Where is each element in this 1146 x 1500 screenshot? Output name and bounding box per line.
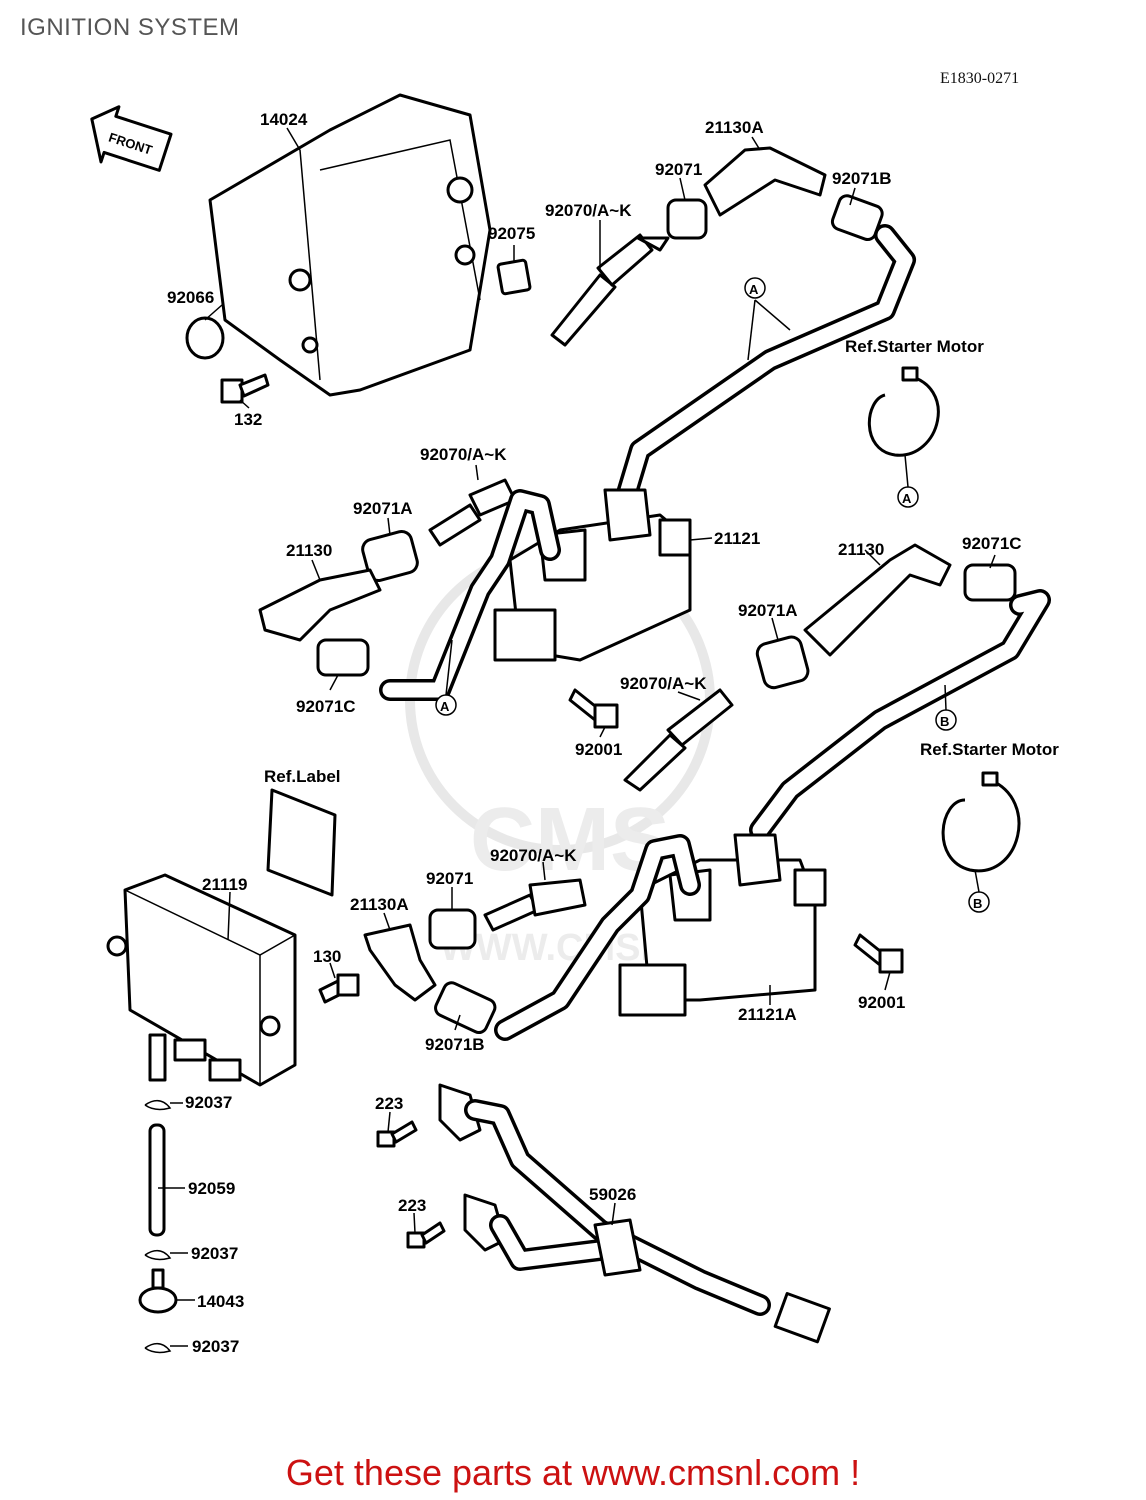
diagram-code: E1830-0271 [940, 70, 1020, 87]
callout-92037-2: 92037 [191, 1244, 238, 1263]
callout-92070-right: 92070/A~K [620, 674, 707, 693]
bolt-92001-low [853, 933, 904, 974]
callout-21121: 21121 [714, 529, 760, 548]
clamp-92037-3 [144, 1342, 172, 1354]
callout-92071A-left: 92071A [353, 499, 413, 518]
boot-92071A-left [361, 529, 419, 583]
cap-21130-left [258, 568, 382, 642]
spark-plug-top [550, 233, 670, 347]
callout-92070-low: 92070/A~K [490, 846, 577, 865]
callout-92001-mid: 92001 [575, 740, 622, 759]
parts-diagram: CMS WWW.CMSNL.COM FRONT [90, 93, 1059, 1356]
callout-21130A-top: 21130A [705, 118, 764, 137]
bolt-132 [220, 373, 270, 404]
callout-14043: 14043 [197, 1292, 244, 1311]
page-title: IGNITION SYSTEM [20, 14, 240, 41]
screw-223-1 [376, 1120, 418, 1148]
callout-92071-top: 92071 [655, 160, 702, 179]
marker-a-1: A [744, 277, 766, 299]
svg-text:A: A [902, 491, 912, 506]
callout-59026: 59026 [589, 1185, 636, 1204]
ref-label-sticker [266, 788, 337, 897]
marker-a-3: A [435, 694, 457, 716]
hose-92059 [148, 1123, 166, 1237]
callout-92071B-top: 92071B [832, 169, 892, 188]
boot-92071B-low [434, 981, 497, 1035]
callout-92071C-right: 92071C [962, 534, 1022, 553]
callout-92071C-left: 92071C [296, 697, 356, 716]
leader-lines [158, 127, 996, 1347]
callout-21119: 21119 [202, 875, 247, 894]
ref-starter-motor-1: Ref.Starter Motor [845, 337, 984, 356]
front-arrow-icon: FRONT [90, 105, 173, 172]
ref-starter-motor-2: Ref.Starter Motor [920, 740, 1059, 759]
callout-92071-low: 92071 [426, 869, 473, 888]
boot-92071A-right [755, 635, 810, 690]
footer-cta[interactable]: Get these parts at www.cmsnl.com ! [285, 1452, 861, 1493]
clamp-92037-2 [144, 1249, 172, 1261]
igniter-21119 [106, 873, 297, 1087]
starter-band-2 [941, 778, 1021, 873]
callout-21130A-low: 21130A [350, 895, 409, 914]
callout-92059: 92059 [188, 1179, 235, 1198]
boot-92071-top [666, 198, 708, 240]
grommet-92066 [185, 316, 225, 360]
callout-92001-low: 92001 [858, 993, 905, 1012]
pad-92075 [496, 258, 532, 296]
svg-text:A: A [749, 282, 759, 297]
ref-label-note: Ref.Label [264, 767, 341, 786]
callout-92070-mid: 92070/A~K [420, 445, 507, 464]
callout-92070-top: 92070/A~K [545, 201, 632, 220]
callout-92071B-low: 92071B [425, 1035, 485, 1054]
boot-92071B-top [830, 194, 884, 242]
cap-21130-right [803, 543, 952, 657]
callout-21121A: 21121A [738, 1005, 797, 1024]
callout-21130-right: 21130 [838, 540, 884, 559]
callout-130: 130 [313, 947, 341, 966]
callout-92075: 92075 [488, 224, 535, 243]
boot-92071C-right [963, 563, 1017, 602]
harness-59026 [438, 1083, 831, 1344]
svg-text:A: A [440, 699, 450, 714]
marker-b-2: B [968, 891, 990, 913]
spark-plug-right [623, 688, 734, 792]
spark-plug-low [483, 878, 587, 932]
callout-223-1: 223 [375, 1094, 403, 1113]
callout-92066: 92066 [167, 288, 214, 307]
callout-21130-left: 21130 [286, 541, 332, 560]
marker-b-1: B [935, 709, 957, 731]
svg-text:B: B [973, 896, 982, 911]
bolt-130 [318, 973, 360, 1004]
bolt-92001-mid [568, 688, 619, 729]
boot-92071C-left [316, 638, 370, 677]
boot-92071-low [428, 908, 477, 950]
marker-a-2: A [897, 486, 919, 508]
cap-21130A-top [703, 146, 827, 217]
clamp-92037-1 [144, 1099, 172, 1111]
svg-text:B: B [940, 714, 949, 729]
callout-92071A-right: 92071A [738, 601, 798, 620]
callout-92037-3: 92037 [192, 1337, 239, 1356]
cap-21130A-low [363, 923, 437, 1002]
callout-92037-1: 92037 [185, 1093, 232, 1112]
starter-band-1 [867, 373, 940, 457]
callout-14024: 14024 [260, 110, 308, 129]
callout-223-2: 223 [398, 1196, 426, 1215]
callout-132: 132 [234, 410, 262, 429]
screw-223-2 [406, 1221, 446, 1249]
filter-14043 [138, 1268, 178, 1314]
coil-21121A [618, 833, 827, 1017]
cover-14024 [208, 93, 492, 397]
